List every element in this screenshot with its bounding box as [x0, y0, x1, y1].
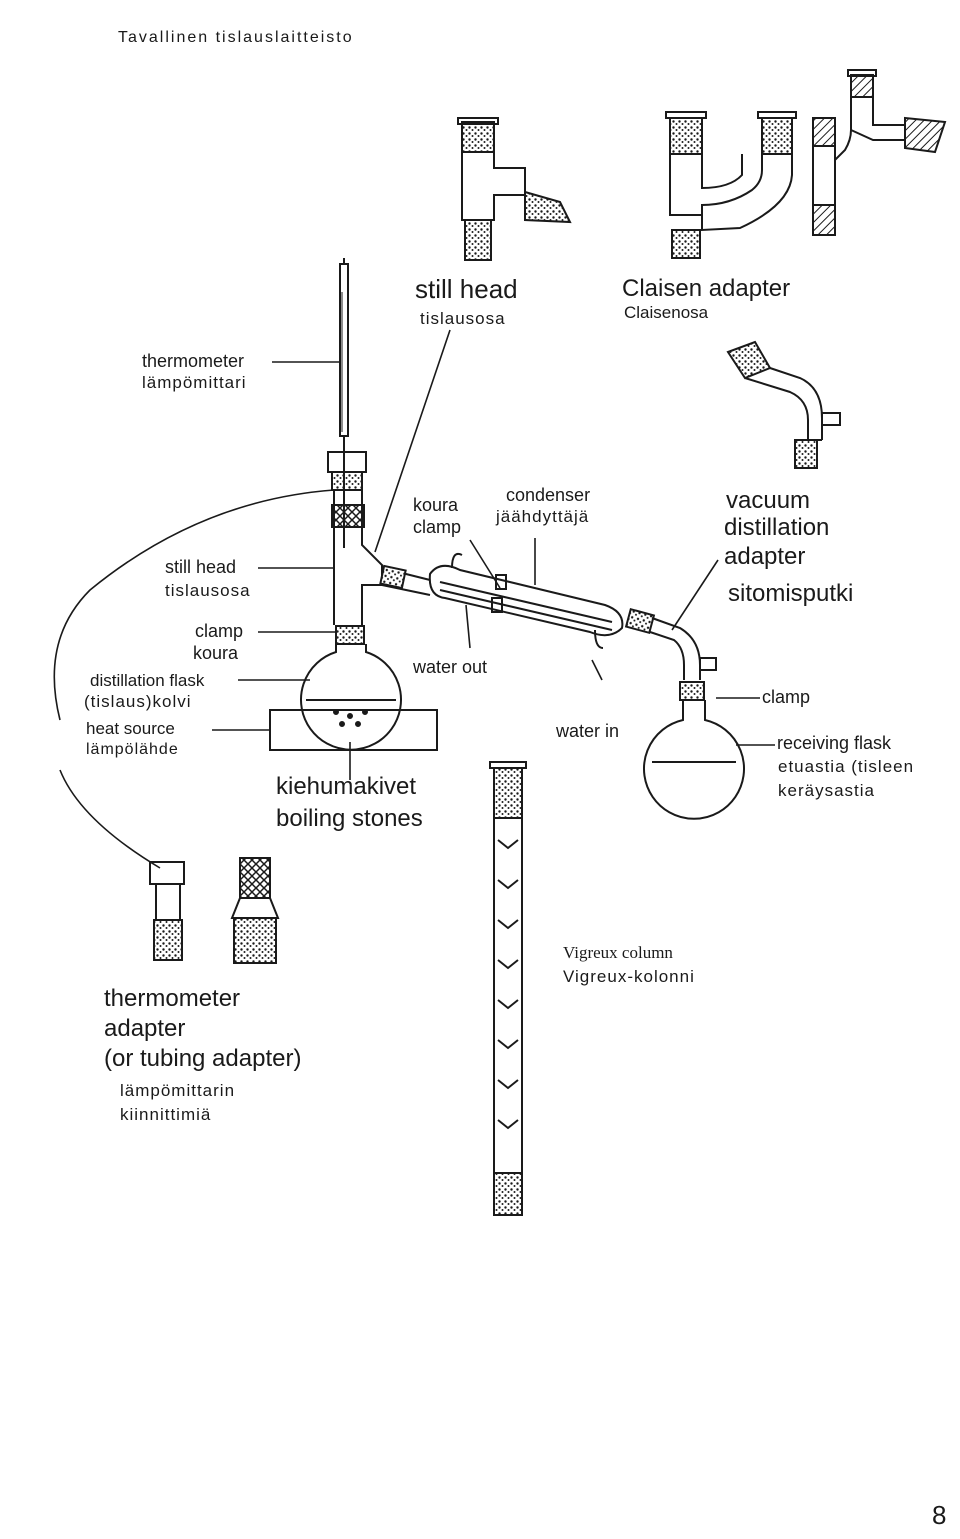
thermometer-adapter-label-fi2: kiinnittimiä — [120, 1105, 212, 1124]
vacuum-label-2: distillation — [724, 514, 830, 541]
thermometer-label: thermometer — [142, 351, 245, 371]
water-out-label: water out — [413, 657, 488, 677]
vigreux-column — [489, 761, 527, 1216]
vacuum-adapter-assembly — [624, 607, 717, 701]
thermometer-adapter-1 — [149, 861, 185, 961]
page-title: Tavallinen tislauslaitteisto — [118, 29, 354, 46]
koura-label: koura — [413, 495, 459, 515]
leader-lines — [53, 329, 775, 869]
vacuum-label-fi: sitomisputki — [728, 580, 854, 607]
receiving-flask-label-fi1: etuastia (tisleen — [778, 757, 915, 776]
vigreux-label-fi: Vigreux-kolonni — [563, 967, 695, 986]
condenser — [379, 552, 624, 649]
receiving-flask-label-fi2: keräysastia — [778, 781, 875, 800]
claisen-label-fi: Claisenosa — [624, 303, 709, 322]
thermometer-adapter-label-fi1: lämpömittarin — [120, 1081, 236, 1100]
thermometer-illustration — [339, 258, 349, 437]
still-head-label-fi: tislausosa — [165, 581, 251, 600]
flask-label: distillation flask — [90, 671, 205, 690]
claisen-adapter-illustration — [665, 111, 797, 259]
receiving-flask — [643, 700, 745, 820]
clamp-right-label: clamp — [762, 687, 811, 707]
claisen-head-illustration — [812, 69, 947, 236]
flask-label-fi: (tislaus)kolvi — [84, 692, 192, 711]
clamp-left-label-fi: koura — [193, 643, 239, 663]
boiling-stones-label: boiling stones — [276, 805, 423, 832]
water-in-label: water in — [556, 721, 620, 741]
page-number: 8 — [932, 1500, 947, 1530]
thermometer-label-fi: lämpömittari — [142, 373, 247, 392]
still-head-label: still head — [165, 557, 237, 577]
condenser-label-fi: jäähdyttäjä — [496, 507, 590, 526]
thermometer-adapter-label-1: thermometer — [104, 985, 241, 1012]
vacuum-label-3: adapter — [724, 543, 806, 570]
receiving-flask-label: receiving flask — [777, 733, 892, 753]
still-head-top-label: still head — [415, 274, 518, 304]
thermometer-adapter-label-3: (or tubing adapter) — [104, 1045, 302, 1072]
heat-source-label: heat source — [86, 719, 175, 738]
thermometer-adapter-2 — [230, 857, 280, 964]
clamp-mid-label: clamp — [413, 517, 462, 537]
heat-source — [269, 709, 438, 751]
still-head-top-label-fi: tislausosa — [420, 309, 506, 328]
claisen-label: Claisen adapter — [622, 275, 791, 302]
vacuum-label-1: vacuum — [726, 487, 811, 514]
clamp-left-label: clamp — [195, 621, 244, 641]
distillation-flask — [300, 644, 402, 751]
condenser-label: condenser — [506, 485, 591, 505]
vacuum-adapter-illustration — [726, 340, 841, 469]
thermometer-adapter-label-2: adapter — [104, 1015, 186, 1042]
still-head-assembly — [327, 436, 383, 645]
boiling-stones-label-fi: kiehumakivet — [276, 773, 417, 800]
vigreux-label: Vigreux column — [563, 943, 673, 962]
heat-source-label-fi: lämpölähde — [86, 741, 179, 758]
still-head-illustration — [457, 117, 572, 261]
